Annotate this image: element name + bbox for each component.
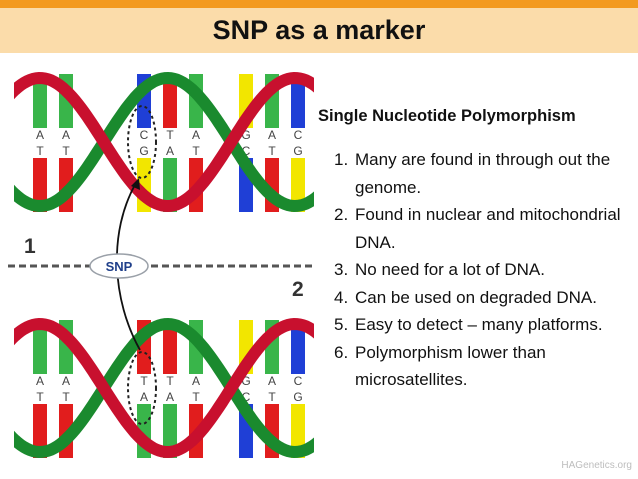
top-base-bar-bottom [291,158,305,212]
top-red-strand [14,71,314,213]
snp-label-pill [89,253,149,279]
top-accent-bar [0,0,638,8]
top-base-letter-top: A [268,128,276,142]
list-item: 1. Many are found in through out the geno… [334,146,634,201]
bottom-base-bar-top [163,320,177,374]
bottom-base-bar-bottom [291,404,305,458]
top-base-letter-bottom: G [293,144,302,158]
top-snp-highlight [127,105,157,179]
bottom-base-letter-top: A [192,374,200,388]
list-item-number: 4. [334,287,349,307]
strand-number-2: 2 [292,278,304,301]
bottom-base-bar-bottom [33,404,47,458]
bottom-base-letter-bottom: T [62,390,70,404]
bottom-base-letter-top: T [140,374,148,388]
bottom-base-letter-top: A [268,374,276,388]
list-item: 3. No need for a lot of DNA. [334,256,634,284]
bottom-base-letter-top: T [166,374,174,388]
list-item-number: 3. [334,260,349,279]
top-base-letter-bottom: A [166,144,174,158]
top-base-bar-top [33,74,47,128]
bottom-base-letter-top: G [241,374,250,388]
top-base-letter-top: C [294,128,303,142]
footer-credit: HAGenetics.org [561,460,632,471]
list-item: 5. Easy to detect – many platforms. [334,311,634,339]
list-item-text: No need for a lot of DNA. [355,260,545,279]
list-item-number: 2. [334,205,349,224]
bottom-base-letter-top: C [294,374,303,388]
top-base-letter-top: A [192,128,200,142]
bottom-base-bar-bottom [163,404,177,458]
top-base-letter-top: G [241,128,250,142]
snp-label: SNP [106,259,133,274]
list-item-number: 1. [334,150,349,169]
bottom-green-strand [14,317,314,459]
top-base-letter-top: A [62,128,70,142]
list-item-text: Many are found in through out the genome… [355,150,611,197]
top-base-bar-top [291,74,305,128]
points-list: 1. Many are found in through out the geno… [334,146,634,394]
top-base-letter-bottom: T [62,144,70,158]
top-base-bar-bottom [163,158,177,212]
top-base-letter-bottom: T [36,144,44,158]
top-base-letter-bottom: G [139,144,148,158]
top-base-bar-bottom [33,158,47,212]
top-base-letter-top: A [36,128,44,142]
top-base-letter-bottom: C [242,144,251,158]
top-base-letter-bottom: T [268,144,276,158]
list-item-text: Polymorphism lower than microsatellites. [355,342,546,390]
top-base-letter-top: C [140,128,149,142]
bottom-base-bar-top [291,320,305,374]
top-base-letter-top: T [166,128,174,142]
strand-number-1: 1 [24,235,36,258]
bottom-base-bar-top [33,320,47,374]
section-subtitle: Single Nucleotide Polymorphism [318,107,576,125]
bottom-base-letter-top: A [62,374,70,388]
list-item: 2. Found in nuclear and mitochondrial DNA… [334,201,634,256]
page-title: SNP as a marker [212,15,426,45]
top-base-bar-top [163,74,177,128]
top-green-strand [14,71,314,213]
list-item-number: 5. [334,315,349,334]
list-item-text: Found in nuclear and mitochondrial DNA. [355,205,621,252]
list-item-text: Can be used on degraded DNA. [355,287,597,307]
list-item: 6. Polymorphism lower than microsatellite… [334,339,634,394]
snp-arrow-head [131,178,140,190]
bottom-base-letter-bottom: T [192,390,200,404]
bottom-base-letter-bottom: T [268,390,276,404]
list-item: 4. Can be used on degraded DNA. [334,284,634,312]
list-item-text: Easy to detect – many platforms. [355,315,603,334]
bottom-base-letter-bottom: G [293,390,302,404]
bottom-red-strand [14,317,314,459]
list-item-number: 6. [334,342,349,362]
top-base-letter-bottom: T [192,144,200,158]
bottom-base-letter-top: A [36,374,44,388]
bottom-base-letter-bottom: T [36,390,44,404]
title-banner: SNP as a marker [0,8,638,53]
bottom-base-letter-bottom: A [140,390,148,404]
bottom-base-letter-bottom: C [242,390,251,404]
bottom-base-letter-bottom: A [166,390,174,404]
bottom-snp-highlight [127,351,157,425]
